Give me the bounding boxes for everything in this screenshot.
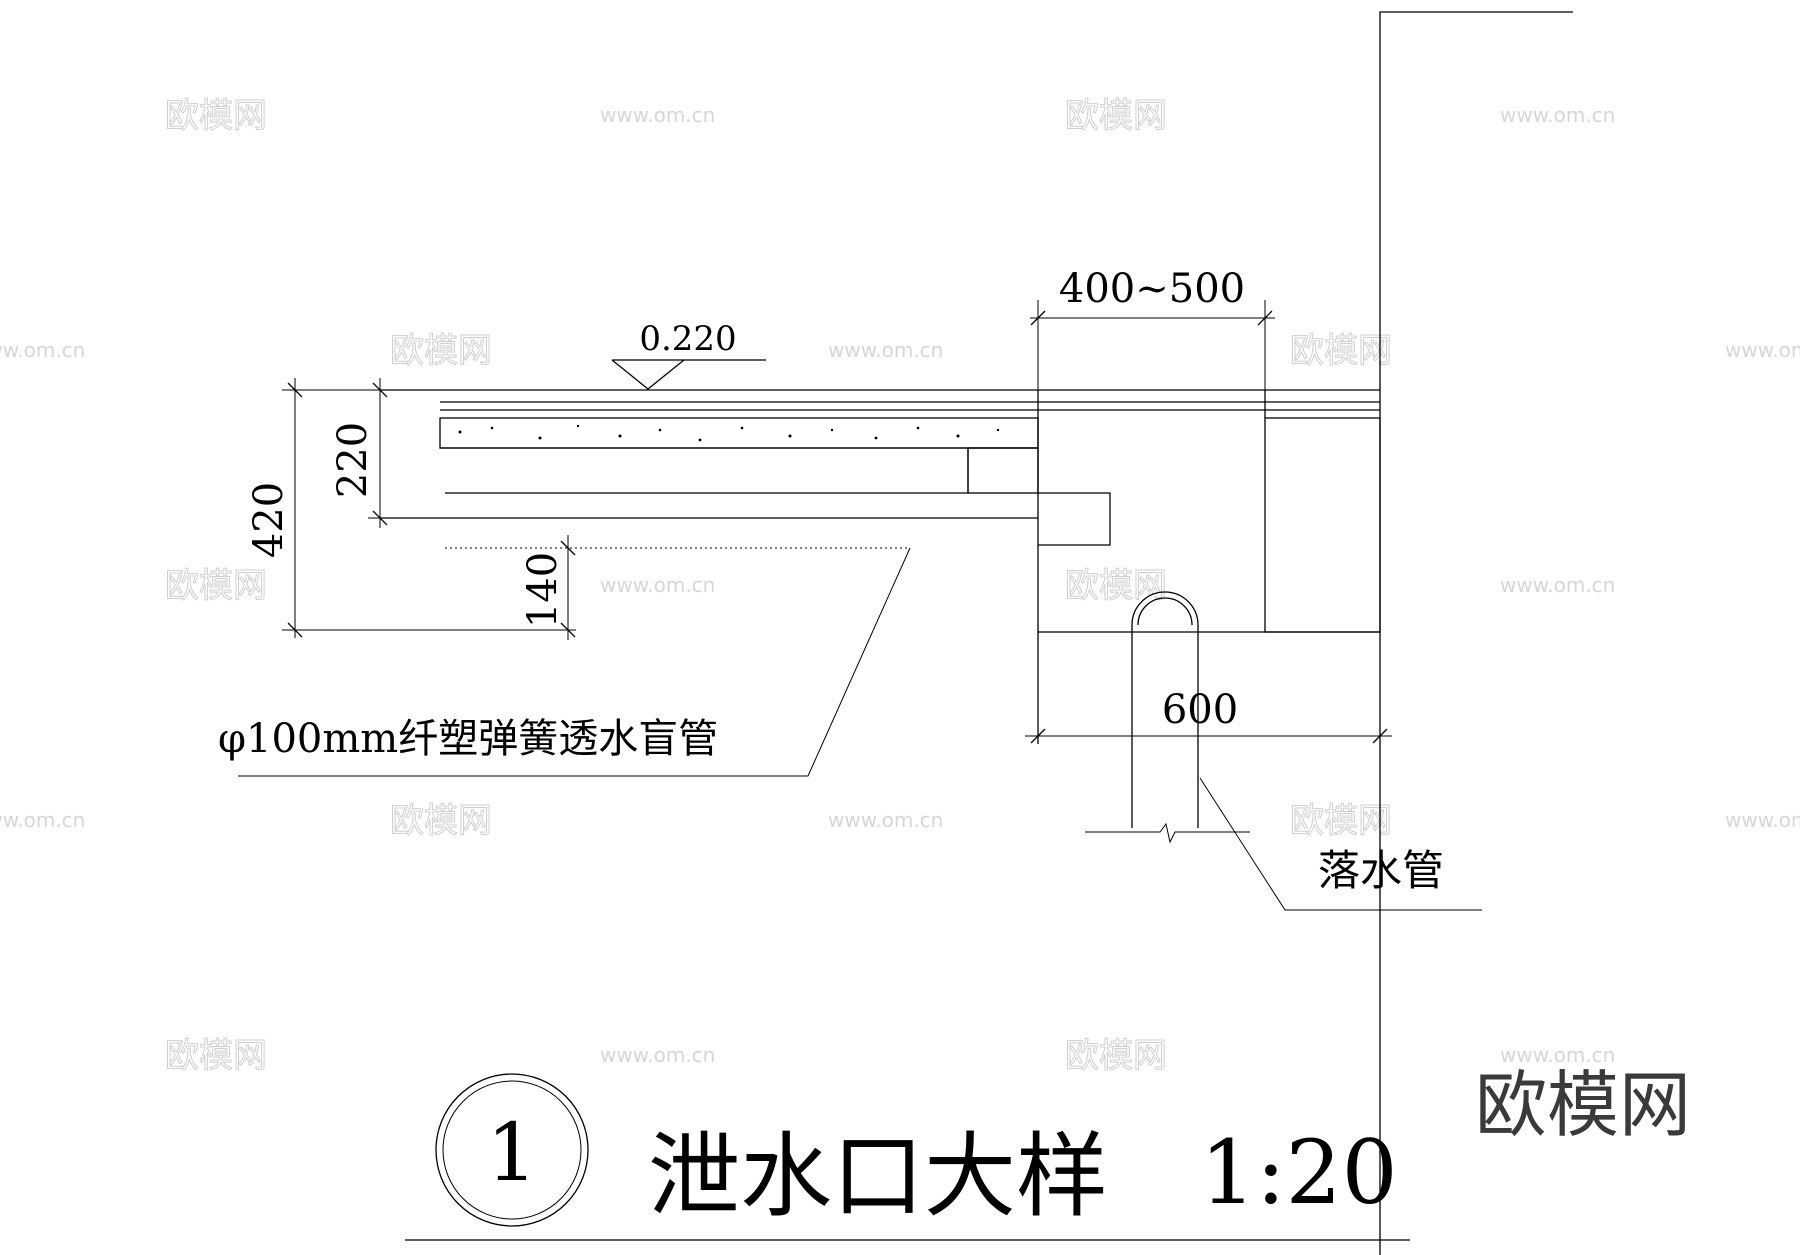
dimension-label: 140 [520, 552, 566, 628]
watermark-url: www.om.cn [0, 338, 85, 362]
aggregate-dots [458, 424, 1000, 442]
level-mark: 0.220 [611, 319, 766, 390]
dimension-label: 420 [246, 482, 292, 558]
dimension-label: 220 [330, 422, 376, 498]
detail-scale: 1:20 [1200, 1121, 1398, 1224]
drain-opening [1037, 390, 1381, 744]
watermark-brand: 欧模网 [1290, 331, 1392, 371]
detail-number: 1 [487, 1106, 538, 1199]
downpipe [1085, 591, 1250, 844]
leader-label-blind-pipe: φ100mm纤塑弹簧透水盲管 [218, 716, 718, 762]
title-block: 1 泄水口大样 1:20 [405, 1073, 1410, 1241]
watermark-brand: 欧模网 [1065, 1036, 1167, 1076]
watermark-brand: 欧模网 [165, 1036, 267, 1076]
watermark-url: www.om.cn [600, 1043, 715, 1067]
watermark-brand: 欧模网 [165, 96, 267, 136]
watermark-url: www.om.cn [600, 103, 715, 127]
detail-number-circle [435, 1073, 589, 1227]
dimension-pipe-height: 140 [520, 535, 576, 640]
dimension-total-height: 420 [246, 378, 576, 638]
watermark-url: www.om.cn [1725, 808, 1800, 832]
watermark-brand: 欧模网 [1065, 96, 1167, 136]
watermark-brand: 欧模网 [390, 801, 492, 841]
wall-block-left [967, 447, 1039, 494]
watermark-url: www.om.cn [600, 573, 715, 597]
watermark-url: www.om.cn [0, 808, 85, 832]
watermark-url: www.om.cn [828, 808, 943, 832]
watermark-url: www.om.cn [1725, 338, 1800, 362]
watermark-brand: 欧模网 [1290, 801, 1392, 841]
level-mark-value: 0.220 [639, 319, 736, 359]
detail-title: 泄水口大样 [648, 1123, 1108, 1230]
dimension-label: 600 [1162, 687, 1238, 733]
watermark-url: www.om.cn [1500, 103, 1615, 127]
watermark-brand: 欧模网 [390, 331, 492, 371]
wall-block-right [1264, 417, 1381, 633]
concrete-layer [439, 417, 1039, 449]
dimension-label: 400~500 [1059, 266, 1245, 312]
watermark-brand: 欧模网 [1065, 566, 1167, 606]
dimension-slab-height: 220 [330, 378, 440, 528]
watermark-layer: 欧模网 www.om.cn 欧模网 www.om.cn www.om.cn 欧模… [0, 96, 1800, 1077]
watermark-url: www.om.cn [1500, 1043, 1615, 1067]
watermark-brand: 欧模网 [165, 566, 267, 606]
dimension-gutter-width: 600 [1025, 687, 1392, 744]
watermark-url: www.om.cn [828, 338, 943, 362]
leader-label-downpipe: 落水管 [1318, 846, 1444, 895]
dimension-outlet-width: 400~500 [1030, 266, 1275, 390]
leader-downpipe: 落水管 [1199, 777, 1482, 911]
leader-blind-pipe: φ100mm纤塑弹簧透水盲管 [218, 547, 911, 777]
right-wall [1379, 11, 1573, 1255]
slab-section [380, 389, 1380, 549]
brand-logo: 欧模网 [1475, 1063, 1691, 1147]
watermark-url: www.om.cn [1500, 573, 1615, 597]
